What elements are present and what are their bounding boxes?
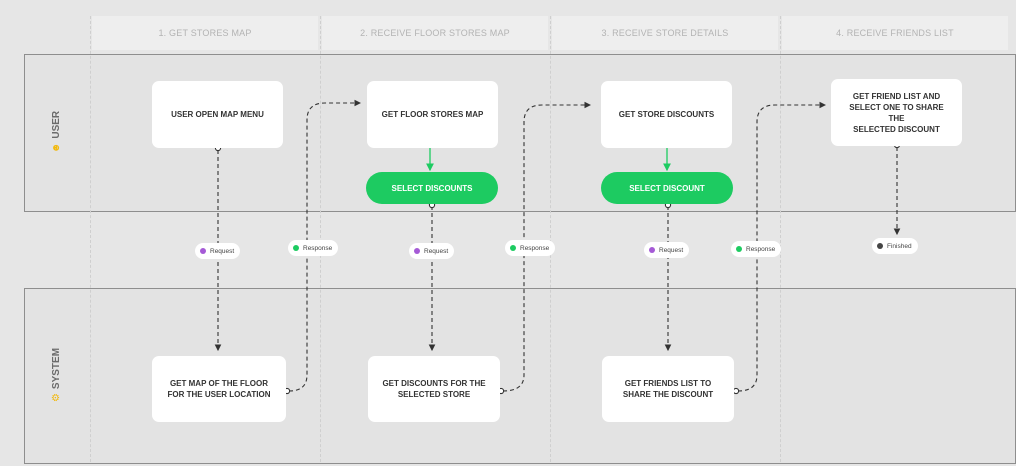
badge-label: Response: [520, 244, 550, 252]
step-text: GET FRIEND LIST AND: [852, 91, 941, 101]
response-badge: Response: [731, 241, 782, 257]
user-step-get-floor-stores-map: GET FLOOR STORES MAP: [367, 81, 498, 148]
request-dot-icon: [649, 247, 655, 253]
badge-label: Response: [746, 245, 776, 253]
step-text: SELECT ONE TO SHARE THE: [849, 102, 944, 123]
select-discount-button[interactable]: SELECT DISCOUNT: [601, 172, 733, 204]
response-badge: Response: [288, 240, 339, 256]
badge-label: Finished: [887, 242, 912, 250]
request-badge: Request: [409, 243, 455, 259]
select-discounts-button[interactable]: SELECT DISCOUNTS: [366, 172, 498, 204]
lane-divider: [90, 16, 91, 462]
column-header-1: 1. GET STORES MAP: [92, 16, 318, 50]
column-header-2: 2. RECEIVE FLOOR STORES MAP: [322, 16, 548, 50]
column-divider: [780, 16, 781, 462]
request-badge: Request: [195, 243, 241, 259]
step-text: SHARE THE DISCOUNT: [622, 390, 714, 399]
badge-label: Request: [659, 246, 684, 254]
user-step-open-map-menu: USER OPEN MAP MENU: [152, 81, 283, 148]
request-dot-icon: [414, 248, 420, 254]
response-dot-icon: [293, 245, 299, 251]
step-text: GET FRIENDS LIST TO: [624, 379, 712, 388]
badge-label: Response: [303, 244, 333, 252]
badge-label: Request: [424, 247, 449, 255]
column-header-4: 4. RECEIVE FRIENDS LIST: [782, 16, 1008, 50]
finished-badge: Finished: [872, 238, 918, 254]
system-step-get-discounts: GET DISCOUNTS FOR THE SELECTED STORE: [368, 356, 500, 422]
column-divider: [550, 16, 551, 462]
step-text: GET MAP OF THE FLOOR: [169, 379, 269, 388]
response-dot-icon: [510, 245, 516, 251]
step-text: FOR THE USER LOCATION: [167, 390, 271, 399]
step-text: SELECTED DISCOUNT: [853, 124, 940, 134]
column-header-3: 3. RECEIVE STORE DETAILS: [552, 16, 778, 50]
system-step-get-friends-list: GET FRIENDS LIST TO SHARE THE DISCOUNT: [602, 356, 734, 422]
request-dot-icon: [200, 248, 206, 254]
column-divider: [320, 16, 321, 462]
system-step-get-floor-map: GET MAP OF THE FLOOR FOR THE USER LOCATI…: [152, 356, 286, 422]
step-text: GET FLOOR STORES MAP: [381, 110, 484, 119]
response-badge: Response: [505, 240, 556, 256]
request-badge: Request: [644, 242, 690, 258]
badge-label: Request: [210, 247, 235, 255]
step-text: SELECTED STORE: [397, 390, 471, 399]
step-text: USER OPEN MAP MENU: [171, 110, 264, 119]
step-text: GET DISCOUNTS FOR THE: [382, 379, 486, 388]
step-text: GET STORE DISCOUNTS: [618, 110, 715, 119]
response-dot-icon: [736, 246, 742, 252]
user-step-get-store-discounts: GET STORE DISCOUNTS: [601, 81, 732, 148]
user-step-get-friend-list: GET FRIEND LIST AND SELECT ONE TO SHARE …: [831, 79, 962, 146]
finished-dot-icon: [877, 243, 883, 249]
